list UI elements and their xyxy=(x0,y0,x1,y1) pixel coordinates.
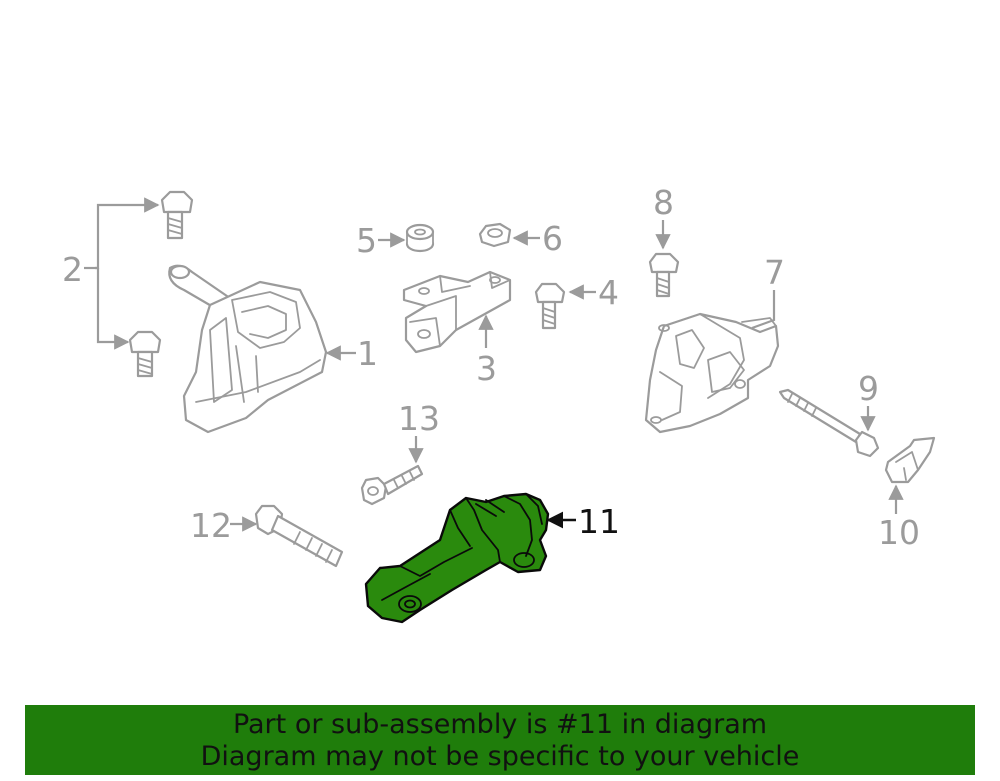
label-3: 3 xyxy=(476,349,497,388)
part-4-bolt xyxy=(534,282,596,330)
label-13: 13 xyxy=(398,399,440,438)
part-7-mount xyxy=(644,290,780,434)
part-10-clip xyxy=(884,436,936,514)
part-8-bolt xyxy=(648,220,680,298)
label-6: 6 xyxy=(542,219,563,258)
notice-line-1: Part or sub-assembly is #11 in diagram xyxy=(232,709,768,740)
part-6-nut xyxy=(478,222,540,248)
label-11: 11 xyxy=(578,502,620,541)
label-4: 4 xyxy=(598,273,619,312)
label-5: 5 xyxy=(356,221,377,260)
part-5-washer xyxy=(378,223,435,253)
part-13-bolt xyxy=(360,436,424,506)
notice-banner: Part or sub-assembly is #11 in diagram D… xyxy=(25,705,975,775)
label-2: 2 xyxy=(62,250,83,289)
label-10: 10 xyxy=(878,513,920,552)
label-1: 1 xyxy=(357,334,378,373)
part-1-mount-bracket xyxy=(168,264,328,434)
part-9-long-bolt xyxy=(778,388,880,458)
label-7: 7 xyxy=(764,253,785,292)
part-12-bolt xyxy=(230,504,344,568)
label-12: 12 xyxy=(190,506,232,545)
notice-line-2: Diagram may not be specific to your vehi… xyxy=(200,741,800,772)
label-8: 8 xyxy=(653,183,674,222)
label-9: 9 xyxy=(858,369,879,408)
part-2-bolts xyxy=(84,190,194,378)
part-11-torque-rod-mount xyxy=(364,492,550,624)
part-3-bracket xyxy=(402,270,512,354)
